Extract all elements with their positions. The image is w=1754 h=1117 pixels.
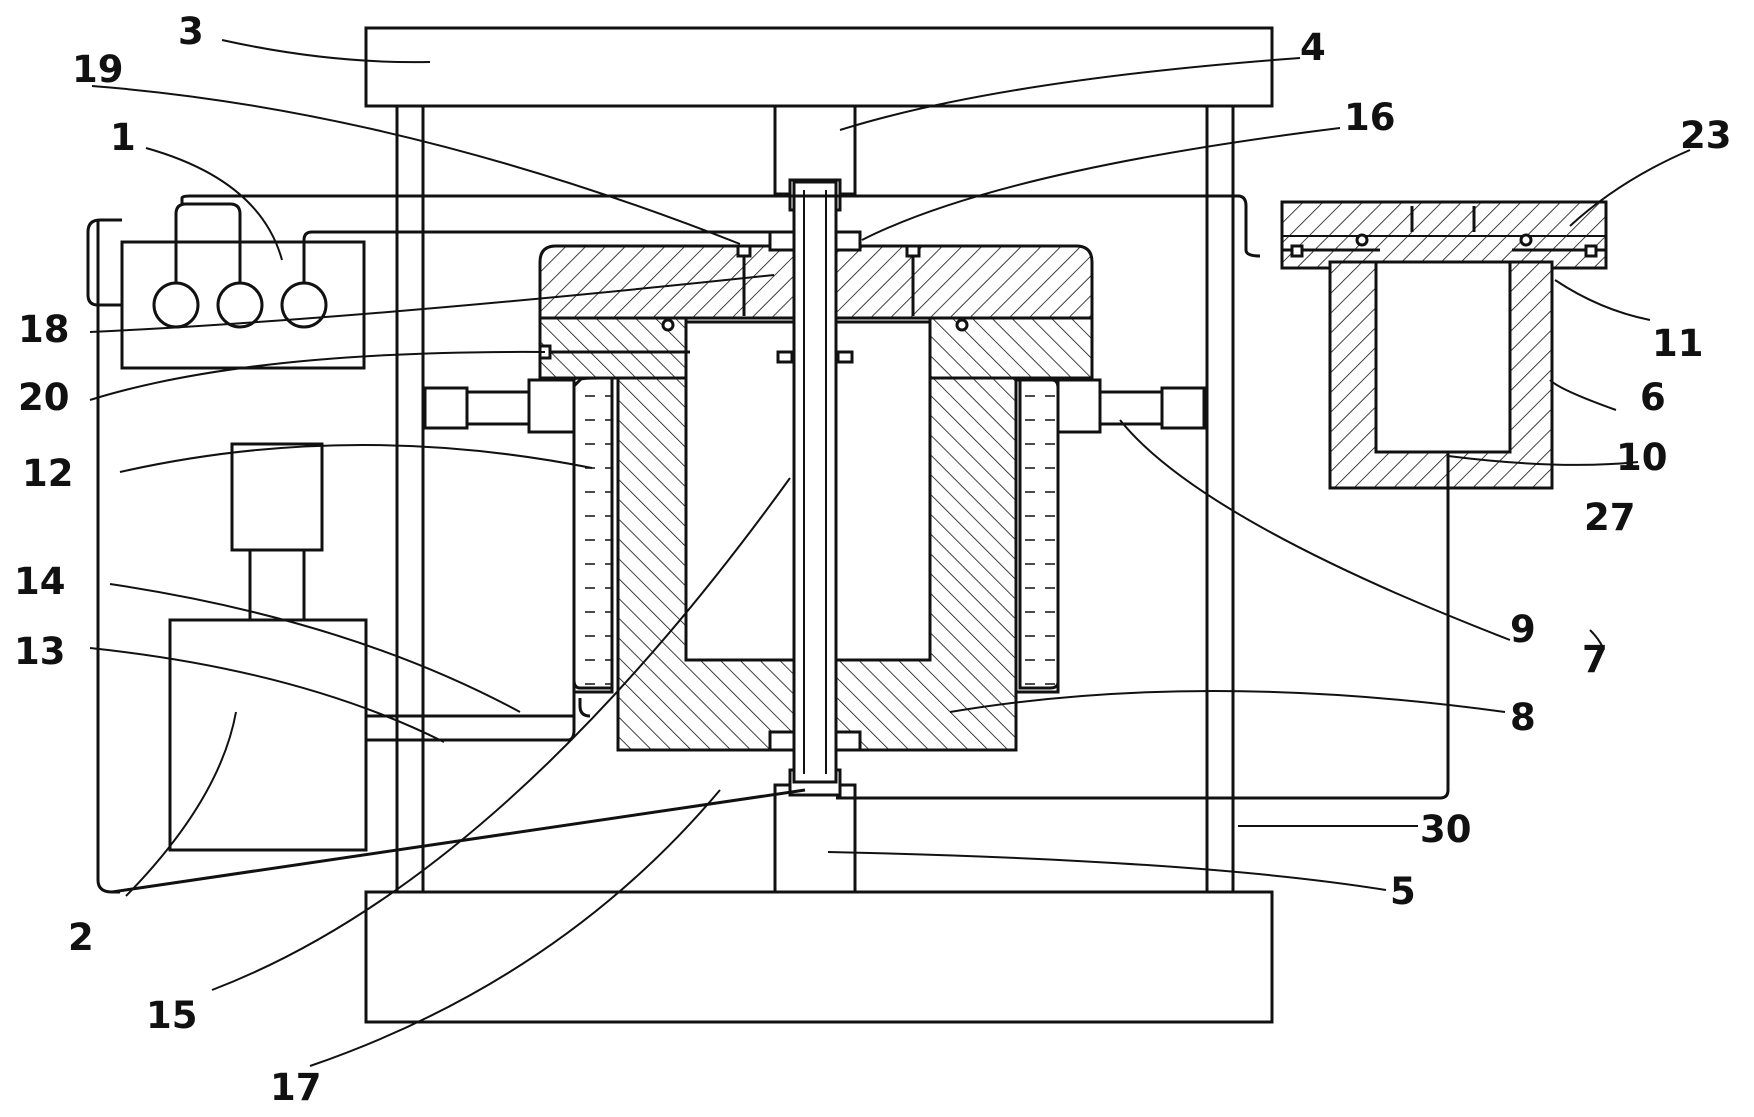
seal-upper-left xyxy=(770,232,794,250)
label-1: 1 xyxy=(110,116,136,159)
motor-shaft xyxy=(250,550,304,620)
label-10: 10 xyxy=(1616,436,1668,479)
label-16: 16 xyxy=(1344,96,1396,139)
gauge-1-icon xyxy=(154,283,198,327)
seal-lower-right xyxy=(836,732,860,750)
label-9: 9 xyxy=(1510,608,1536,651)
label-3: 3 xyxy=(178,10,204,53)
right-upper-block xyxy=(930,318,1092,378)
left-pipe xyxy=(467,392,529,424)
motor xyxy=(232,444,322,550)
label-14: 14 xyxy=(14,560,66,603)
gauge-2-icon xyxy=(218,283,262,327)
label-15: 15 xyxy=(146,994,198,1037)
label-2: 2 xyxy=(68,916,94,959)
right-fitting-a xyxy=(1058,380,1100,432)
left-liquid-jacket xyxy=(574,378,612,688)
right-column xyxy=(1207,106,1233,892)
lower-ram xyxy=(775,785,855,892)
right-fitting-b xyxy=(1162,388,1204,428)
seal-upper-right xyxy=(836,232,860,250)
label-4: 4 xyxy=(1300,26,1326,69)
label-23: 23 xyxy=(1680,114,1732,157)
label-5: 5 xyxy=(1390,870,1416,913)
central-shaft xyxy=(794,182,836,782)
left-column xyxy=(397,106,423,892)
label-18: 18 xyxy=(18,308,70,351)
top-plate xyxy=(366,28,1272,106)
seal-lower-left xyxy=(770,732,794,750)
bottom-plate xyxy=(366,892,1272,1022)
label-19: 19 xyxy=(72,48,124,91)
label-27: 27 xyxy=(1584,496,1636,539)
right-liquid-jacket xyxy=(1020,380,1058,688)
label-11: 11 xyxy=(1652,322,1704,365)
upper-die-cavity xyxy=(1376,262,1510,452)
right-pipe xyxy=(1100,392,1162,424)
label-8: 8 xyxy=(1510,696,1536,739)
label-17: 17 xyxy=(270,1066,322,1109)
left-fitting-a xyxy=(425,388,467,428)
label-6: 6 xyxy=(1640,376,1666,419)
label-7: 7 xyxy=(1582,638,1608,681)
label-20: 20 xyxy=(18,376,70,419)
label-12: 12 xyxy=(22,452,74,495)
label-13: 13 xyxy=(14,630,66,673)
pump-tank xyxy=(170,620,366,850)
label-30: 30 xyxy=(1420,808,1472,851)
left-fitting-b xyxy=(529,380,574,432)
